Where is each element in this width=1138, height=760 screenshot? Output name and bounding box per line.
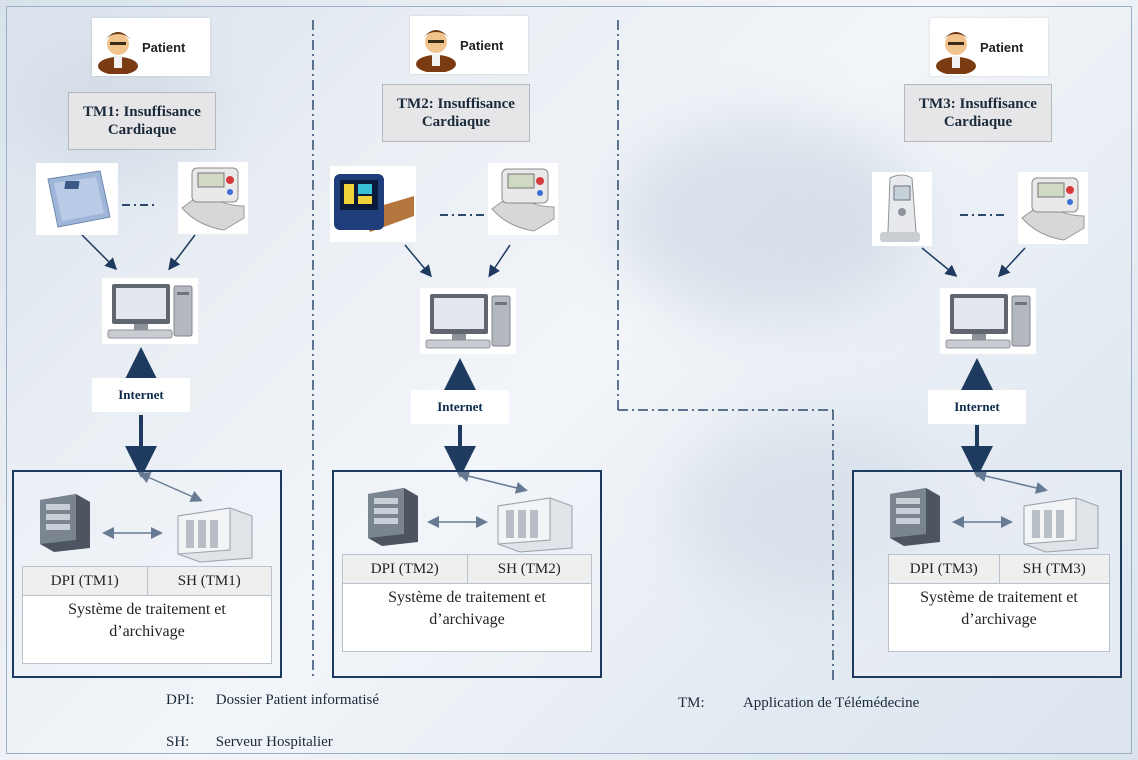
dpi-label: DPI (TM3)	[889, 555, 1000, 583]
internet-label: Internet	[411, 390, 509, 424]
glucometer-device	[872, 172, 932, 246]
computer-icon	[107, 284, 193, 339]
server-icon	[497, 497, 573, 553]
sh-label: SH (TM1)	[177, 572, 241, 589]
computer-device	[102, 278, 198, 344]
patient-card: Patient	[410, 16, 528, 74]
system-panel: DPI (TM3) SH (TM3) Système de traitement…	[888, 554, 1110, 652]
system-description: Système de traitement et d’archivage	[68, 601, 226, 640]
server-icon	[1023, 497, 1099, 553]
computer-icon	[945, 294, 1031, 349]
pulse-oximeter-device	[330, 166, 416, 242]
legend-value: Application de Télémédecine	[742, 695, 920, 711]
patient-label: Patient	[142, 40, 186, 55]
server-labels-row: DPI (TM2) SH (TM2)	[343, 555, 591, 584]
server-icon	[368, 488, 418, 546]
glucometer-icon	[880, 174, 920, 242]
dpi-server	[360, 484, 426, 555]
tm-title-box: TM2: Insuffisance Cardiaque	[382, 84, 530, 142]
sh-server	[1020, 492, 1102, 559]
patient-card: Patient	[930, 18, 1048, 76]
legend-key: TM:	[678, 695, 705, 711]
server-icon	[40, 494, 90, 552]
pulse-oximeter-icon	[334, 174, 414, 232]
sh-label: SH (TM2)	[497, 560, 561, 577]
system-panel: DPI (TM2) SH (TM2) Système de traitement…	[342, 554, 592, 652]
legend-tm: TM: Application de Télémédecine	[678, 695, 919, 712]
sh-label: SH (TM3)	[1022, 560, 1086, 577]
server-icon	[890, 488, 940, 546]
scale-device	[36, 163, 118, 235]
patient-label: Patient	[980, 40, 1024, 55]
legend-value: Dossier Patient informatisé	[215, 692, 380, 708]
sh-server	[494, 492, 576, 559]
dpi-server	[882, 484, 948, 555]
diagram-frame	[6, 6, 1132, 754]
blood-pressure-monitor-icon	[1021, 177, 1085, 241]
server-labels-row: DPI (TM1) SH (TM1)	[23, 567, 271, 596]
computer-device	[420, 288, 516, 354]
patient-icon	[936, 32, 976, 74]
system-description: Système de traitement et d’archivage	[388, 589, 546, 628]
blood-pressure-monitor-icon	[491, 168, 555, 232]
patient-card: Patient	[92, 18, 210, 76]
bp-monitor-device	[1018, 172, 1088, 244]
tm-title-box: TM3: Insuffisance Cardiaque	[904, 84, 1052, 142]
background-blur	[620, 120, 920, 320]
system-description: Système de traitement et d’archivage	[920, 589, 1078, 628]
processing-system-box: DPI (TM3) SH (TM3) Système de traitement…	[852, 470, 1122, 678]
bp-monitor-device	[488, 163, 558, 235]
patient-label: Patient	[460, 38, 504, 53]
legend-value: Serveur Hospitalier	[215, 734, 333, 750]
bp-monitor-device	[178, 162, 248, 234]
legend-sh: SH: Serveur Hospitalier	[166, 734, 333, 751]
server-icon	[177, 507, 253, 563]
dpi-label: DPI (TM2)	[343, 555, 468, 583]
server-labels-row: DPI (TM3) SH (TM3)	[889, 555, 1109, 584]
legend-key: DPI:	[166, 692, 195, 708]
computer-device	[940, 288, 1036, 354]
dpi-server	[32, 490, 98, 561]
blood-pressure-monitor-icon	[181, 167, 245, 231]
internet-label: Internet	[928, 390, 1026, 424]
computer-icon	[425, 294, 511, 349]
tm-title-box: TM1: Insuffisance Cardiaque	[68, 92, 216, 150]
dpi-label: DPI (TM1)	[23, 567, 148, 595]
patient-icon	[98, 32, 138, 74]
legend-key: SH:	[166, 734, 190, 750]
patient-icon	[416, 30, 456, 72]
scale-icon	[47, 170, 111, 228]
system-panel: DPI (TM1) SH (TM1) Système de traitement…	[22, 566, 272, 664]
internet-label: Internet	[92, 378, 190, 412]
sh-server	[174, 502, 256, 569]
processing-system-box: DPI (TM1) SH (TM1) Système de traitement…	[12, 470, 282, 678]
processing-system-box: DPI (TM2) SH (TM2) Système de traitement…	[332, 470, 602, 678]
legend-dpi: DPI: Dossier Patient informatisé	[166, 692, 379, 709]
